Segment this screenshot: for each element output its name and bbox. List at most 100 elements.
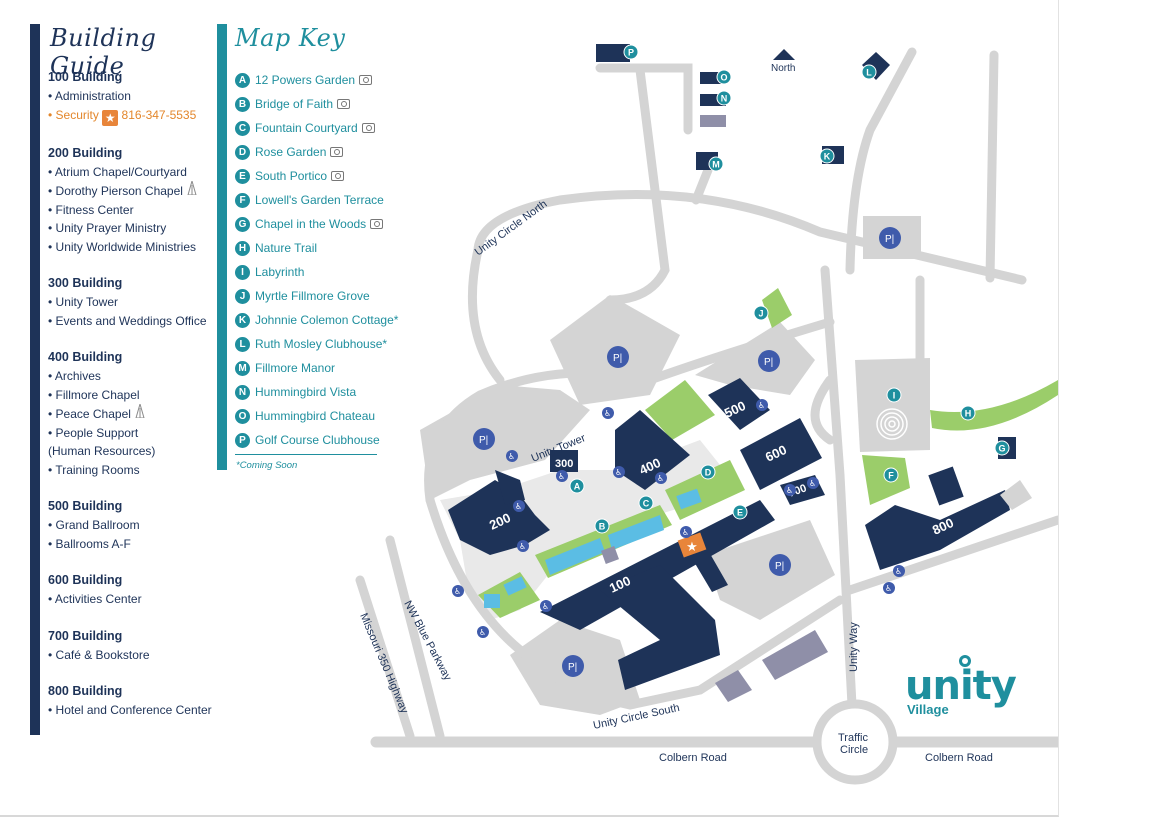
camera-icon: [330, 147, 344, 157]
road-golf: [595, 63, 693, 135]
building-amenity-label: • Fillmore Chapel: [48, 387, 140, 402]
building-golf-p: [596, 44, 630, 62]
colbern-road-right-label: Colbern Road: [925, 752, 993, 764]
map-key-label: Hummingbird Vista: [255, 385, 357, 399]
map-marker-h[interactable]: H: [960, 405, 976, 421]
map-marker-p[interactable]: P: [623, 44, 639, 60]
pool-5: [484, 594, 500, 608]
map-marker-e[interactable]: E: [732, 504, 748, 520]
security-star-icon: ★: [102, 109, 119, 126]
map-marker-c[interactable]: C: [638, 495, 654, 511]
map-key-item[interactable]: N Hummingbird Vista: [235, 380, 398, 404]
building-amenity-label: • Atrium Chapel/Courtyard: [48, 164, 187, 179]
map-marker-letter: D: [705, 468, 712, 478]
building-100-wing: [690, 545, 728, 592]
map-marker-letter: M: [712, 160, 720, 170]
building-gray-1: [700, 115, 726, 127]
map-key-label: Bridge of Faith: [255, 97, 334, 111]
location-markers: A B C D E F G H I J K L M NO P: [569, 44, 1010, 534]
map-key-letter-badge: M: [235, 360, 250, 376]
security-label: • Security: [48, 107, 103, 122]
building-amenity-label: • Unity Tower: [48, 295, 119, 309]
svg-text:♿: ♿: [758, 401, 765, 410]
map-marker-j[interactable]: J: [753, 305, 769, 321]
building-guide-entry: 800 Building• Hotel and Conference Cente…: [48, 682, 223, 720]
building-amenity-label: • Grand Ballroom: [48, 518, 140, 532]
road-circle-north: [473, 189, 1027, 285]
map-marker-letter: O: [720, 73, 727, 83]
campus-map[interactable]: ★ 200 300 400 500 600 700 100 800 Unity …: [0, 0, 1058, 815]
map-marker-i[interactable]: I: [886, 387, 902, 403]
map-key-letter-badge: F: [235, 192, 250, 208]
map-marker-d[interactable]: D: [700, 464, 716, 480]
security-phone[interactable]: 816-347-5535: [118, 107, 197, 122]
map-key-label: Rose Garden: [255, 145, 327, 159]
building-amenity: • Dorothy Pierson Chapel: [48, 179, 223, 201]
north-arrow-icon: [773, 49, 795, 60]
building-name: 300 Building: [48, 276, 123, 290]
parking-icon: P|: [758, 350, 780, 372]
camera-icon: [361, 123, 375, 133]
map-key-letter-badge: I: [235, 264, 250, 280]
parking-icon: P|: [879, 227, 901, 249]
map-marker-f[interactable]: F: [883, 467, 899, 483]
parking-icon: P|: [607, 346, 629, 368]
map-key-letter-badge: H: [235, 240, 250, 256]
map-marker-a[interactable]: A: [569, 478, 585, 494]
svg-text:♿: ♿: [885, 584, 892, 593]
building-100-corridor: [540, 500, 775, 630]
building-amenity: (Human Resources): [48, 442, 223, 461]
map-key-letter-badge: N: [235, 384, 250, 400]
building-100: [600, 565, 720, 690]
building-amenity: • Administration: [48, 87, 223, 106]
map-marker-letter: E: [737, 508, 743, 518]
svg-text:♿: ♿: [604, 409, 611, 418]
map-marker-n[interactable]: N: [716, 90, 732, 106]
map-marker-o[interactable]: O: [716, 69, 732, 85]
map-key-label: Ruth Mosley Clubhouse*: [255, 337, 388, 351]
map-marker-l[interactable]: L: [861, 64, 877, 80]
road-blue-parkway: [385, 535, 445, 741]
building-name: 100 Building: [48, 70, 123, 84]
map-key-label: Golf Course Clubhouse: [255, 433, 380, 447]
map-key-label: Myrtle Fillmore Grove: [255, 289, 370, 303]
road-unity-way: [820, 265, 857, 710]
camera-icon: [359, 75, 373, 85]
building-name: 200 Building: [48, 145, 123, 160]
map-key-label: Chapel in the Woods: [255, 217, 367, 231]
map-marker-k[interactable]: K: [819, 148, 835, 164]
traffic-circle: [812, 699, 898, 785]
building-500: [708, 378, 770, 430]
svg-text:♿: ♿: [515, 502, 522, 511]
building-amenity: • Events and Weddings Office: [48, 312, 223, 331]
map-marker-b[interactable]: B: [594, 518, 610, 534]
building-name: 600 Building: [48, 573, 123, 587]
map-marker-letter: G: [998, 444, 1005, 454]
svg-text:♿: ♿: [454, 587, 461, 596]
lot-south-east: [705, 520, 835, 620]
accessible-icon: ♿: [784, 484, 796, 496]
map-key-label: 12 Powers Garden: [255, 73, 356, 87]
building-guide-title: Building Guide: [50, 24, 157, 80]
map-marker-m[interactable]: M: [708, 156, 724, 172]
svg-text:♿: ♿: [508, 452, 515, 461]
map-marker-g[interactable]: G: [994, 440, 1010, 456]
building-amenity-label: • Hotel and Conference Center: [48, 703, 212, 717]
building-amenity-label: • Unity Prayer Ministry: [48, 221, 167, 235]
map-marker-letter: P: [628, 48, 634, 58]
